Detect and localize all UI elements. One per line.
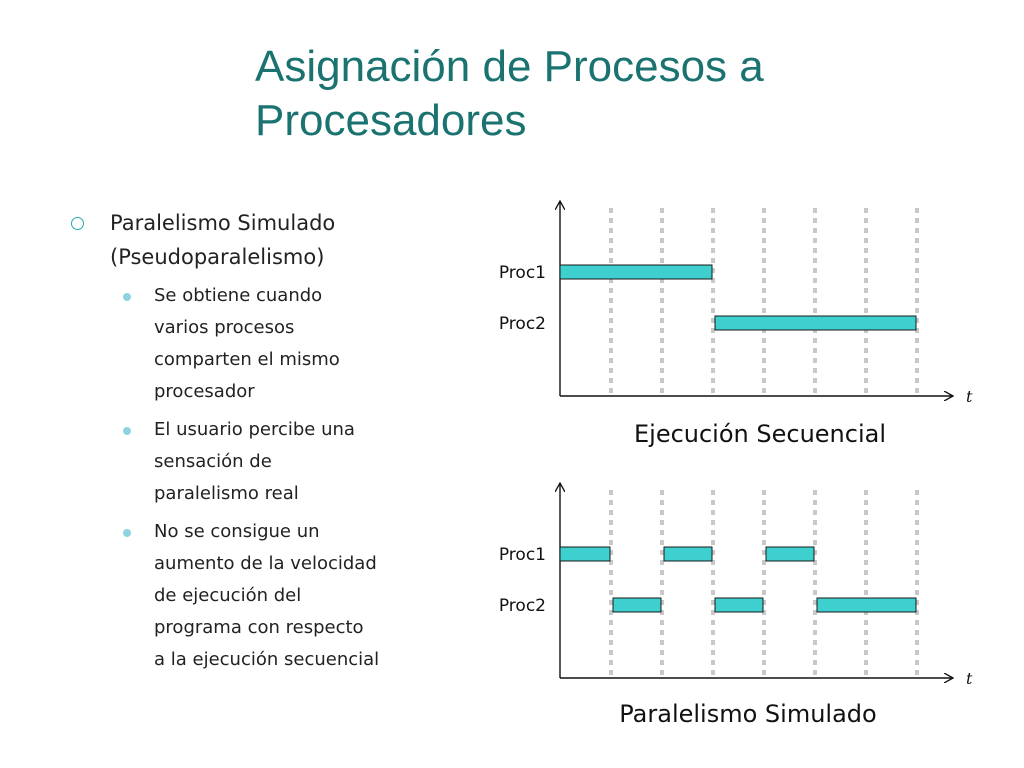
execution-bar	[612, 597, 662, 613]
process-label: Proc1	[499, 263, 546, 283]
main-bullet-line: (Pseudoparalelismo)	[110, 245, 325, 269]
time-axis-label: t	[966, 387, 973, 406]
sub-bullet-line: Se obtiene cuando	[154, 285, 323, 306]
execution-bar	[714, 597, 764, 613]
sub-bullet-item: El usuario percibe una sensación de para…	[66, 414, 466, 510]
process-label: Proc2	[499, 596, 546, 616]
slide-title: Asignación de Procesos a Procesadores	[255, 40, 995, 148]
sub-bullet-list: Se obtiene cuando varios procesos compar…	[66, 280, 466, 676]
execution-bar	[559, 264, 713, 280]
sub-bullet-line: No se consigue un	[154, 521, 320, 542]
sequential-execution-caption: Ejecución Secuencial	[633, 420, 886, 448]
sub-bullet-item: Se obtiene cuando varios procesos compar…	[66, 280, 466, 408]
sub-bullet-line: paralelismo real	[154, 483, 299, 504]
hollow-circle-bullet-icon	[71, 217, 84, 230]
execution-bar	[559, 546, 611, 562]
sub-bullet-line: sensación de	[154, 451, 272, 472]
slide-title-line-2: Procesadores	[255, 96, 527, 145]
sub-bullet-line: de ejecución del	[154, 585, 302, 606]
sub-bullet-line: varios procesos	[154, 317, 295, 338]
sub-bullet-line: a la ejecución secuencial	[154, 649, 380, 670]
sub-bullet-line: procesador	[154, 381, 255, 402]
sub-bullet-line: programa con respecto	[154, 617, 364, 638]
dot-bullet-icon	[123, 427, 131, 435]
main-bullet-line: Paralelismo Simulado	[110, 211, 336, 235]
slide-title-line-1: Asignación de Procesos a	[255, 42, 764, 91]
main-bullet-text: Paralelismo Simulado (Pseudoparalelismo)	[110, 206, 466, 274]
execution-bar	[765, 546, 815, 562]
bullet-list: Paralelismo Simulado (Pseudoparalelismo)…	[66, 206, 466, 682]
dot-bullet-icon	[123, 529, 131, 537]
sub-bullet-line: comparten el mismo	[154, 349, 340, 370]
dot-bullet-icon	[123, 293, 131, 301]
execution-bar	[663, 546, 713, 562]
process-label: Proc2	[499, 314, 546, 334]
execution-bar	[816, 597, 917, 613]
sub-bullet-line: El usuario percibe una	[154, 419, 355, 440]
process-label: Proc1	[499, 545, 546, 565]
sub-bullet-line: aumento de la velocidad	[154, 553, 377, 574]
execution-bar	[714, 315, 917, 331]
sub-bullet-item: No se consigue un aumento de la velocida…	[66, 516, 466, 676]
main-bullet: Paralelismo Simulado (Pseudoparalelismo)	[66, 206, 466, 274]
time-axis-label: t	[966, 669, 973, 688]
simulated-parallelism-caption: Paralelismo Simulado	[619, 700, 877, 728]
